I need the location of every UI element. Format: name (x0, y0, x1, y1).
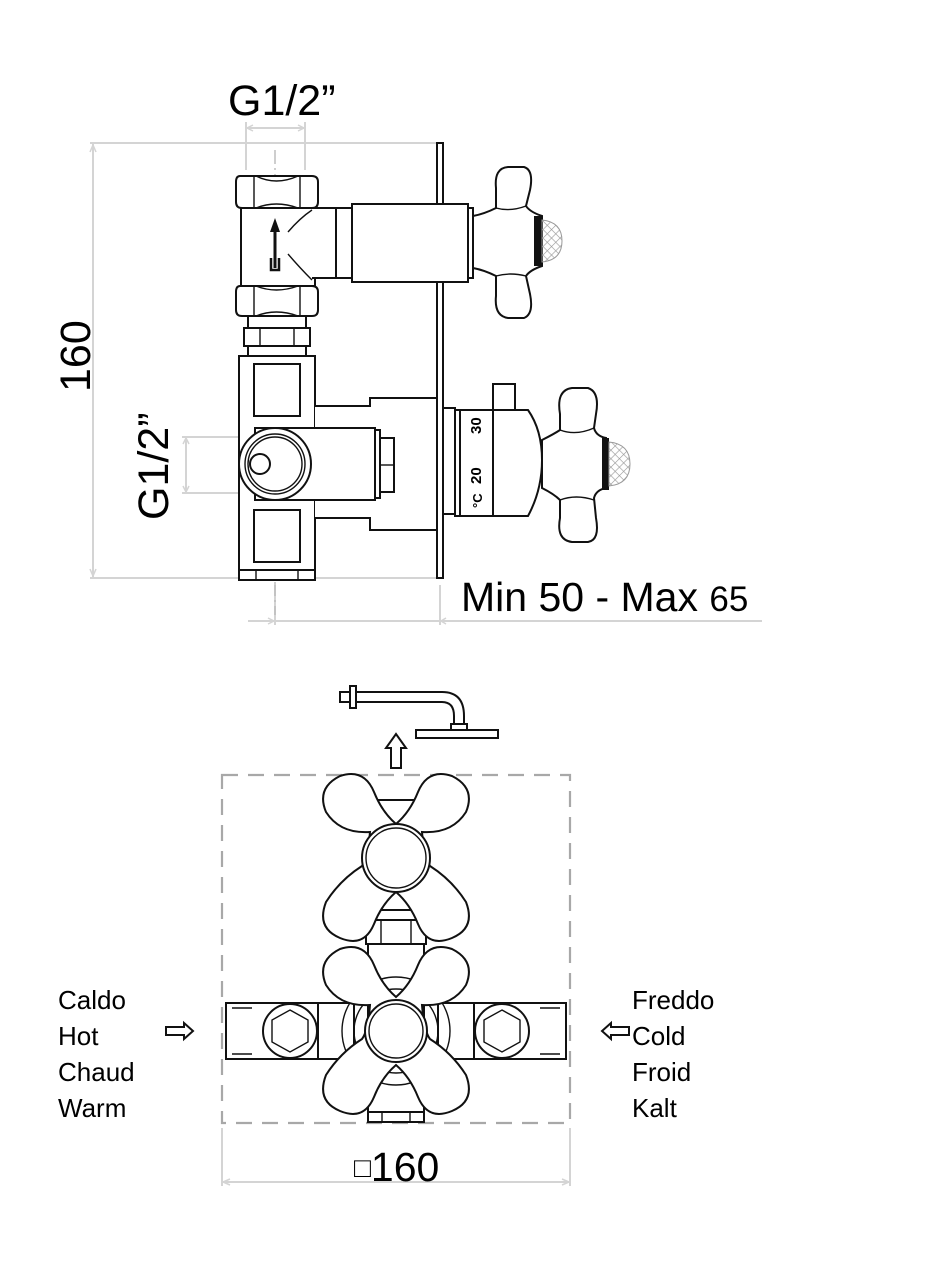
dimension-lines (89, 122, 762, 625)
temperature-unit: °C (470, 493, 485, 508)
depth-label: Min 50 - Max 65 (461, 577, 748, 618)
width-dimension (221, 1128, 571, 1186)
cold-label-fr: Froid (632, 1057, 692, 1087)
thermostatic-body (238, 355, 438, 581)
thermostat-handle (442, 383, 631, 543)
top-connection-label: G1/2” (228, 77, 336, 125)
upper-handle (472, 166, 563, 319)
depth-min: Min 50 (461, 574, 585, 620)
depth-max-value: 65 (709, 580, 749, 619)
width-value: 160 (370, 1144, 440, 1190)
temperature-mark-30: 30 (468, 417, 485, 434)
square-symbol-icon: □ (354, 1152, 371, 1183)
arrow-right-icon (165, 1020, 195, 1042)
shower-head-icon (339, 685, 499, 739)
side-connection-label: G1/2” (130, 412, 178, 520)
depth-max-label: Max (620, 574, 698, 620)
hot-label-en: Hot (58, 1021, 99, 1051)
hot-label-fr: Chaud (58, 1057, 135, 1087)
upper-cross-handle (322, 773, 470, 959)
arrow-up-icon (384, 732, 408, 769)
cold-inlet-labels: Freddo Cold Froid Kalt (632, 982, 714, 1126)
cold-label-en: Cold (632, 1021, 686, 1051)
arrow-left-icon (600, 1020, 630, 1042)
height-label: 160 (52, 320, 100, 392)
width-label: □160 (354, 1147, 439, 1188)
hot-label-de: Warm (58, 1093, 127, 1123)
flow-arrow-icon (269, 218, 281, 272)
depth-separator: - (584, 574, 621, 620)
side-view (89, 122, 762, 625)
hot-inlet-labels: Caldo Hot Chaud Warm (58, 982, 135, 1126)
cold-label-de: Kalt (632, 1093, 677, 1123)
wall-plate (436, 142, 444, 579)
lower-cross-handle (322, 946, 470, 1115)
front-view (165, 685, 630, 1186)
hot-label-it: Caldo (58, 985, 126, 1015)
temperature-mark-20: 20 (468, 467, 485, 484)
cold-label-it: Freddo (632, 985, 715, 1015)
diverter-body (235, 175, 474, 357)
